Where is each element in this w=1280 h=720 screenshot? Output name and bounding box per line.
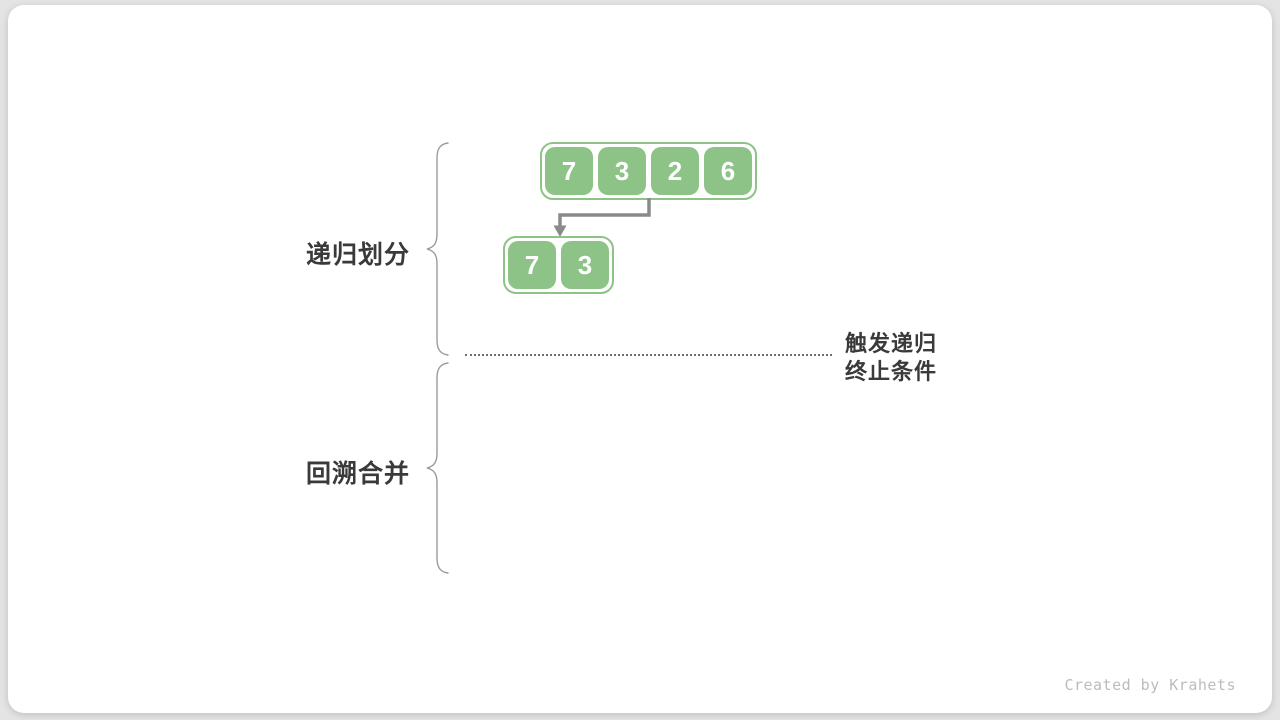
array-cell: 3 [598, 147, 646, 195]
array-cell: 6 [704, 147, 752, 195]
phase-label-recursive-partition: 递归划分 [306, 241, 411, 269]
base-case-annotation-line2: 终止条件 [845, 359, 938, 384]
array-cell: 2 [651, 147, 699, 195]
phase-label-backtrack-merge: 回溯合并 [306, 460, 411, 488]
base-case-annotation-line1: 触发递归 [845, 331, 938, 356]
array-cell: 7 [545, 147, 593, 195]
array-cell: 7 [508, 241, 556, 289]
credit-text: Created by Krahets [1064, 676, 1236, 694]
base-case-annotation: 触发递归 终止条件 [845, 330, 937, 386]
figure-card [8, 5, 1272, 713]
curly-brace-icon-merge [426, 362, 449, 574]
array-cell: 3 [561, 241, 609, 289]
divide-arrow-icon [553, 198, 651, 237]
curly-brace-icon-partition [426, 142, 449, 356]
recursion-base-case-divider [465, 354, 832, 356]
